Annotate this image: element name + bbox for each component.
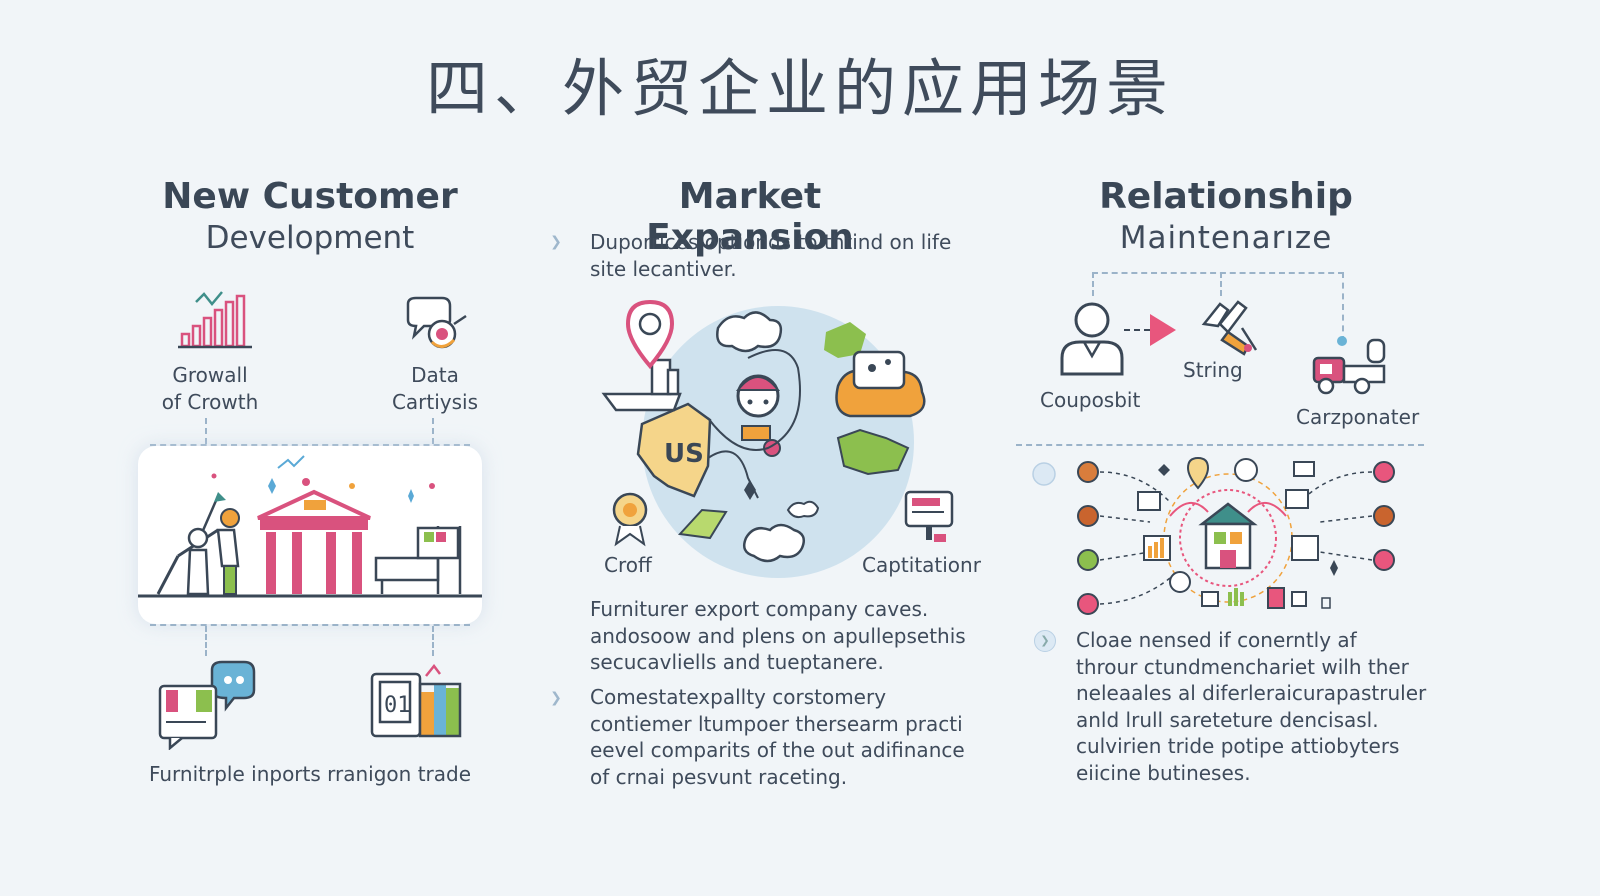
- col2-intro: Duporrices optionds to thtind on life si…: [590, 230, 952, 281]
- col2-para1: Furniturer export company caves. andosoo…: [590, 597, 966, 674]
- network-illustration: [1030, 452, 1410, 618]
- col3-para: Cloae nensed if conerntly af throur ctun…: [1076, 628, 1427, 785]
- col3-label-right: Carzponater: [1296, 405, 1420, 429]
- col2-title: Market Expansion: [646, 176, 854, 258]
- chat-gear-icon: [402, 296, 472, 354]
- col2-label-left: Croff: [604, 553, 652, 577]
- bar-chart-icon: [178, 290, 254, 350]
- bullet-icon: ❯: [550, 234, 562, 250]
- chat-bubbles-icon: [156, 660, 260, 750]
- svg-text:01: 01: [384, 693, 411, 718]
- growth-label: Growall of Crowth: [161, 363, 259, 414]
- data-analysis-label: Data Cartiysis: [391, 363, 479, 414]
- globe-us-label: US: [664, 439, 704, 469]
- handshake-icon: [1198, 298, 1260, 358]
- col1-caption: Furnitrple inports rranigon trade: [148, 762, 472, 786]
- person-icon: [1058, 298, 1128, 378]
- bullet-icon: ❯: [550, 690, 562, 706]
- truck-icon: [1306, 336, 1392, 396]
- documents-icon: 01: [368, 664, 468, 744]
- arrow-right-icon: [1148, 312, 1178, 348]
- globe-illustration: US: [598, 298, 970, 588]
- page-title: 四、外贸企业的应用场景: [425, 52, 1174, 125]
- trade-illustration-panel: [138, 446, 482, 624]
- bullet-icon: ❯: [1034, 630, 1056, 652]
- col3-label-mid: String: [1183, 358, 1243, 382]
- col3-subtitle: Maintenarıze: [1119, 220, 1333, 256]
- col2-para2: Comestatexpallty corstomery contiemer lt…: [590, 685, 965, 789]
- col1-subtitle: Development: [205, 220, 415, 256]
- col3-title: Relationship: [1099, 176, 1353, 217]
- col3-label-left: Couposbit: [1040, 388, 1141, 412]
- col1-title: New Customer: [162, 176, 458, 217]
- col2-label-right: Captitationr: [862, 553, 981, 577]
